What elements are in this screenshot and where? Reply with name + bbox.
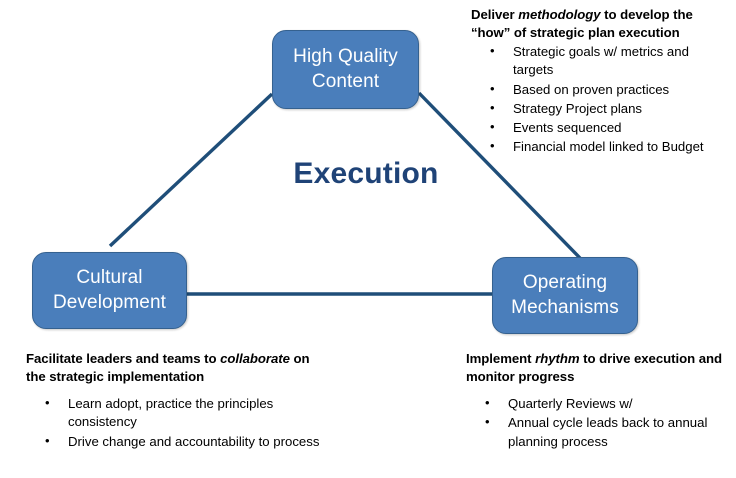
annotation-bottom-right-heading: Implement rhythm to drive execution and … [466, 351, 723, 384]
annotation-bottom-left-heading: Facilitate leaders and teams to collabor… [26, 351, 310, 384]
annotation-top-right: Deliver methodology to develop the “how”… [471, 6, 723, 157]
node-cultural-development[interactable]: Cultural Development [32, 252, 187, 329]
node-high-quality-content-label: High Quality Content [293, 45, 398, 92]
annotation-bottom-right-bullets: Quarterly Reviews w/Annual cycle leads b… [466, 394, 728, 451]
node-high-quality-content[interactable]: High Quality Content [272, 30, 419, 109]
annotation-top-right-heading: Deliver methodology to develop the “how”… [471, 7, 693, 40]
node-operating-mechanisms[interactable]: Operating Mechanisms [492, 257, 638, 334]
bullet-item: Events sequenced [471, 118, 723, 137]
annotation-top-right-bullets: Strategic goals w/ metrics and targetsBa… [471, 42, 723, 156]
bullet-item: Drive change and accountability to proce… [26, 432, 326, 451]
bullet-item: Learn adopt, practice the principles con… [26, 394, 326, 431]
annotation-bottom-left-bullets: Learn adopt, practice the principles con… [26, 394, 326, 451]
annotation-bottom-right: Implement rhythm to drive execution and … [466, 350, 728, 452]
bullet-item: Based on proven practices [471, 80, 723, 99]
bullet-item: Financial model linked to Budget [471, 137, 723, 156]
node-operating-mechanisms-label: Operating Mechanisms [511, 271, 619, 318]
bullet-item: Quarterly Reviews w/ [466, 394, 728, 413]
bullet-item: Strategic goals w/ metrics and targets [471, 42, 723, 79]
bullet-item: Strategy Project plans [471, 99, 723, 118]
bullet-item: Annual cycle leads back to annual planni… [466, 413, 728, 450]
connector-cultural-to-content [108, 92, 274, 248]
node-cultural-development-label: Cultural Development [52, 266, 167, 313]
center-title: Execution [293, 157, 439, 190]
annotation-bottom-left: Facilitate leaders and teams to collabor… [26, 350, 326, 452]
